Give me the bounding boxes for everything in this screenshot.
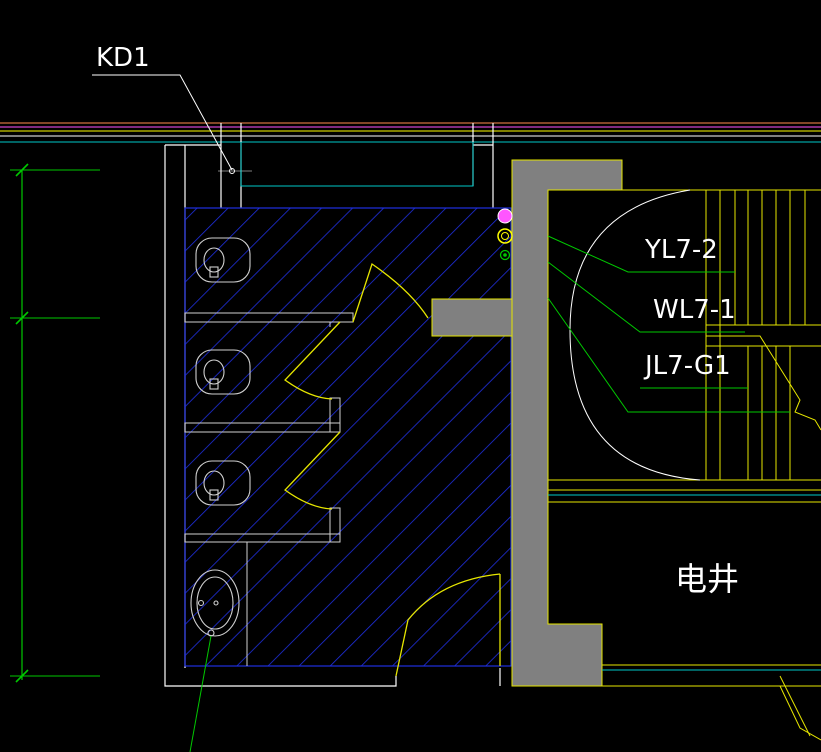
kd1-leader xyxy=(92,74,233,171)
stall-doors xyxy=(284,262,501,677)
pipe-riser-icon xyxy=(497,208,513,261)
shear-wall xyxy=(511,159,623,687)
basin-leader xyxy=(189,635,212,752)
pipe-leaders xyxy=(547,235,790,413)
dimension-line xyxy=(10,163,100,683)
stair-arc xyxy=(569,189,701,481)
squat-toilet-icon xyxy=(195,460,251,506)
label-jl7-g1: JL7-G1 xyxy=(643,351,731,381)
label-electrical-shaft: 电井 xyxy=(675,560,739,598)
squat-toilet-icon xyxy=(195,349,251,395)
window-opening xyxy=(240,142,474,187)
label-wl7-1: WL7-1 xyxy=(653,295,736,325)
washbasin-icon xyxy=(190,569,240,637)
stair-area xyxy=(548,189,821,741)
hatched-floor xyxy=(184,207,512,667)
kd1-marker xyxy=(218,168,252,174)
stub-wall xyxy=(431,298,513,337)
label-kd1: KD1 xyxy=(96,43,150,73)
label-yl7-2: YL7-2 xyxy=(644,235,718,265)
stall-partitions xyxy=(184,312,354,666)
top-axis-lines xyxy=(0,122,821,143)
squat-toilet-icon xyxy=(195,237,251,283)
